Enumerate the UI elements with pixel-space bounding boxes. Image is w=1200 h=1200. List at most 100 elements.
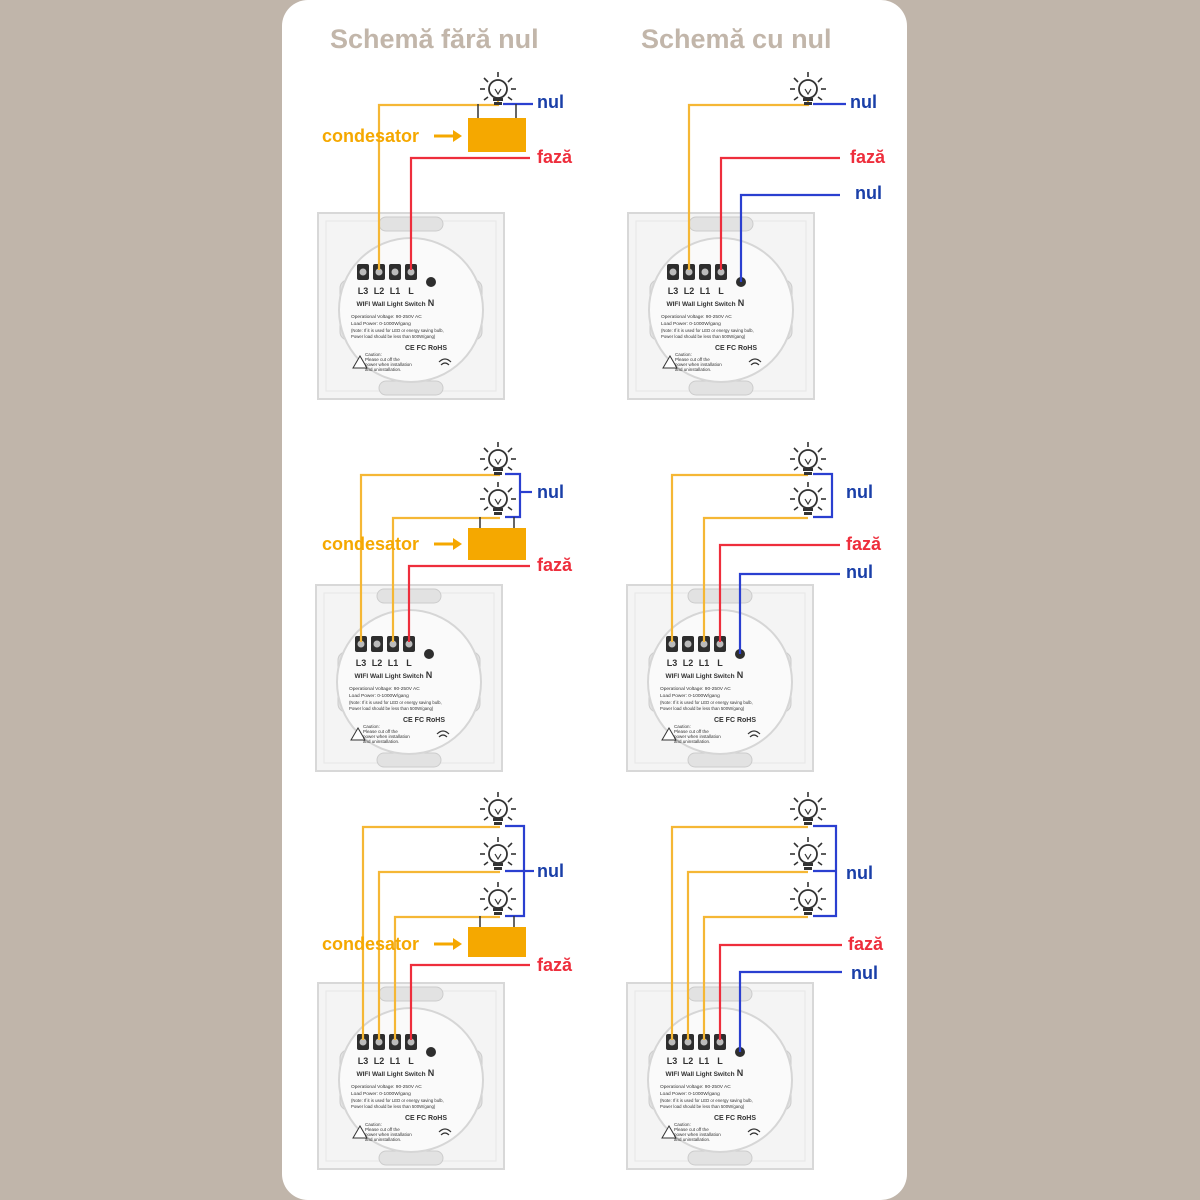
terminal-label: L3 [358,286,369,296]
switch-note: Power load should be less than 500W/gang… [661,334,746,339]
label-nul: nul [846,863,873,883]
switch-note: (Note: If it is used for LED or energy s… [349,700,442,705]
label-faza: fază [537,555,573,575]
bulb-icon [480,882,516,915]
switch-load: Load Power: 0-1000W/gang [351,321,411,327]
switch-note: (Note: If it is used for LED or energy s… [660,700,753,705]
bulb-icon [790,792,826,825]
neutral-label: N [737,670,744,680]
wifi-icon [747,1128,761,1136]
phase-wire [409,963,530,1040]
switch-note: Power load should be less than 500W/gang… [349,706,434,711]
caution-text: Caution: [675,352,692,357]
neutral-label: N [737,1068,744,1078]
bulb-icon [480,792,516,825]
title-no-neutral: Schemă fără nul [330,24,539,54]
capacitor-block [468,528,526,560]
switch-cert: CE FC RoHS [715,345,757,352]
switch-voltage: Operational Voltage: 90-250V AC [660,1084,731,1090]
switch-note: Power load should be less than 500W/gang… [351,334,436,339]
terminal-label: L3 [356,658,367,668]
switch-voltage: Operational Voltage: 90-250V AC [661,314,732,320]
terminal-label: L [718,286,724,296]
switch-title: WIFI Wall Light Switch [356,301,425,308]
switch-note: (Note: If it is used for LED or energy s… [660,1098,753,1103]
terminal-label: L [717,658,723,668]
terminal-label: L2 [372,658,383,668]
load-wire [686,870,808,1040]
caution-icon [350,727,366,741]
caution-text: Caution: [365,352,382,357]
switch-note: Power load should be less than 500W/gang… [351,1104,436,1109]
switch-cert: CE FC RoHS [405,345,447,352]
arrow-icon [434,538,462,550]
switch-title: WIFI Wall Light Switch [354,673,423,680]
neutral-label: N [428,1068,435,1078]
caution-text: Caution: [674,724,691,729]
bulb-icon [790,72,826,105]
load-wire [702,516,808,642]
switch-voltage: Operational Voltage: 90-250V AC [351,314,422,320]
caution-text: power when installation [674,734,721,739]
mounting-clip [688,380,754,396]
capacitor-block [468,118,526,152]
neutral-wire [813,472,834,519]
switch-cert: CE FC RoHS [403,717,445,724]
switch-note: (Note: If it is used for LED or energy s… [351,328,444,333]
phase-wire [718,943,842,1040]
switch-load: Load Power: 0-1000W/gang [660,693,720,699]
label-faza: fază [537,147,573,167]
neutral-wire [738,970,842,1052]
terminal-label: L [408,286,414,296]
switch-cert: CE FC RoHS [714,717,756,724]
capacitor-block [468,927,526,957]
wifi-icon [438,1128,452,1136]
terminal-label: L2 [683,658,694,668]
load-wire [393,915,500,1040]
switch-load: Load Power: 0-1000W/gang [660,1091,720,1097]
switch-note: (Note: If it is used for LED or energy s… [661,328,754,333]
caution-text: power when installation [363,734,410,739]
condensator-label: condesator [322,126,419,146]
terminal-label: L1 [700,286,711,296]
bulb-icon [480,837,516,870]
label-faza: fază [846,534,882,554]
caution-icon [661,727,677,741]
wifi-icon [747,730,761,738]
bulb-icon [790,482,826,515]
caution-text: and uninstallation. [675,367,711,372]
terminal-label: L1 [388,658,399,668]
neutral-label: N [738,298,745,308]
terminal-label: L1 [699,658,710,668]
neutral-terminal [424,649,434,659]
load-wire [670,473,808,642]
switch-voltage: Operational Voltage: 90-250V AC [349,686,420,692]
terminal-label: L2 [684,286,695,296]
switch-load: Load Power: 0-1000W/gang [661,321,721,327]
load-wire [391,516,500,642]
wifi-icon [748,358,762,366]
bulb-icon [480,482,516,515]
label-nul: nul [537,482,564,502]
load-wire [359,473,500,642]
caution-text: power when installation [365,362,412,367]
terminal-label: L3 [667,1056,678,1066]
label-faza: fază [850,147,886,167]
load-wire [702,915,808,1040]
caution-text: power when installation [365,1132,412,1137]
terminal-label: L [406,658,412,668]
title-with-neutral: Schemă cu nul [641,24,832,54]
caution-text: and uninstallation. [365,1137,401,1142]
caution-text: Please cut off the [363,729,398,734]
mounting-clip [378,380,444,396]
label-nul: nul [850,92,877,112]
caution-text: Caution: [674,1122,691,1127]
neutral-label: N [426,670,433,680]
terminal-label: L1 [699,1056,710,1066]
caution-icon [661,1125,677,1139]
